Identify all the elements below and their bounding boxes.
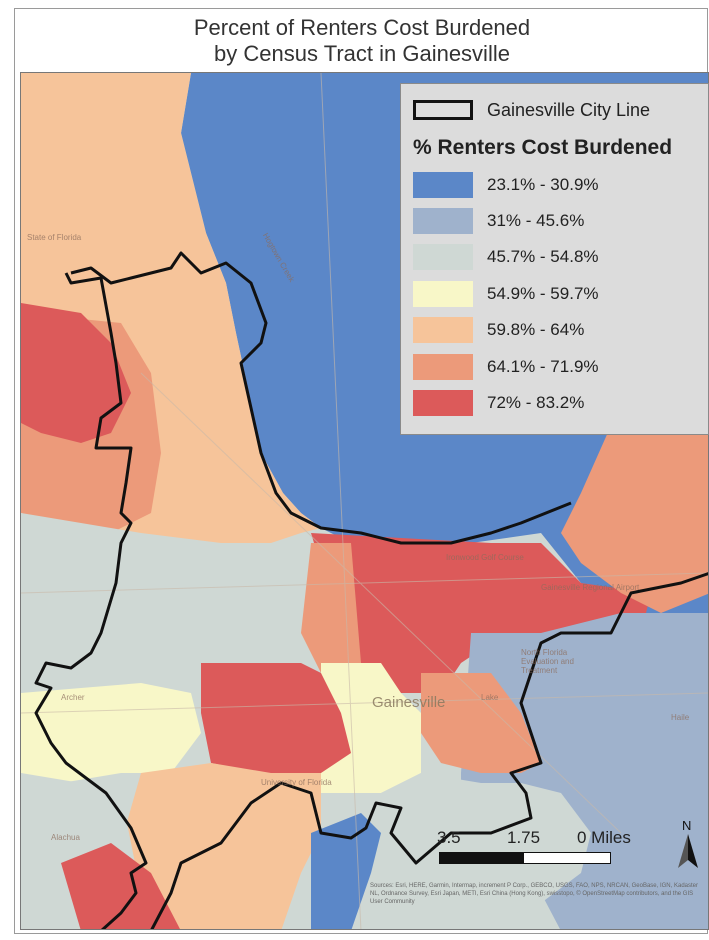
label-alachua: Alachua (51, 833, 80, 842)
legend-label-4: 54.9% - 59.7% (487, 284, 599, 303)
tract-yellow-central (321, 663, 421, 803)
legend-class-2: 31% - 45.6% (413, 208, 584, 234)
scale-label-right: 0 Miles (577, 828, 631, 847)
legend-class-3: 45.7% - 54.8% (413, 244, 599, 270)
legend-label-3: 45.7% - 54.8% (487, 247, 599, 266)
scale-segment-dark (439, 852, 523, 864)
legend-label-6: 64.1% - 71.9% (487, 357, 599, 376)
map-credits: Sources: Esri, HERE, Garmin, Intermap, i… (370, 883, 698, 905)
legend-swatch-7 (413, 390, 473, 416)
legend-class-5: 59.8% - 64% (413, 317, 584, 343)
legend-label-1: 23.1% - 30.9% (487, 175, 599, 194)
north-arrow-icon (678, 834, 698, 868)
scale-segment-light (523, 852, 611, 864)
label-ironwood: Ironwood Golf Course (446, 553, 524, 562)
tract-salmon-eastcentral (421, 673, 541, 773)
scale-label-mid: 1.75 (507, 828, 541, 847)
legend-class-1: 23.1% - 30.9% (413, 172, 599, 198)
tract-blue-south (311, 813, 381, 929)
north-arrow: N (676, 818, 700, 874)
north-label: N (682, 818, 692, 833)
legend-label-5: 59.8% - 64% (487, 320, 585, 339)
legend-swatch-5 (413, 317, 473, 343)
tract-salmon-northeast (561, 403, 708, 613)
legend: Gainesville City Line % Renters Cost Bur… (400, 83, 709, 435)
tract-grey-west (21, 513, 331, 693)
legend-class-4: 54.9% - 59.7% (413, 281, 599, 307)
legend-heading: % Renters Cost Burdened (413, 136, 673, 159)
roads (21, 73, 708, 929)
scale-bar: 3.5 1.75 0 Miles (437, 828, 631, 868)
legend-label-7: 72% - 83.2% (487, 393, 585, 412)
legend-class-6: 64.1% - 71.9% (413, 354, 599, 380)
map-canvas (21, 73, 708, 929)
tract-yellow-west (21, 683, 201, 783)
scale-label-left: 3.5 (437, 828, 461, 847)
label-lake: Lake (481, 693, 499, 702)
label-gainesville: Gainesville (372, 694, 446, 711)
tract-peach-south (121, 763, 321, 929)
label-haile: Haile (671, 713, 690, 722)
tract-red-southwest (61, 843, 180, 929)
label-state-of-florida: State of Florida (27, 233, 82, 242)
legend-boundary-row: Gainesville City Line (413, 98, 650, 122)
tract-red-northwest (21, 303, 131, 443)
legend-swatch-2 (413, 208, 473, 234)
tract-salmon-central (301, 543, 361, 673)
legend-swatch-6 (413, 354, 473, 380)
city-boundary-line (34, 251, 708, 929)
map-title: Percent of Renters Cost Burdened by Cens… (15, 15, 707, 67)
legend-swatch-1 (413, 172, 473, 198)
label-archer: Archer (61, 693, 85, 702)
legend-label-2: 31% - 45.6% (487, 211, 585, 230)
label-university: University of Florida (261, 778, 332, 787)
tract-red-university (201, 663, 351, 773)
tract-grey-southeast (321, 773, 591, 929)
title-line-2: by Census Tract in Gainesville (214, 41, 510, 66)
title-line-1: Percent of Renters Cost Burdened (193, 15, 531, 40)
tract-red-central (311, 533, 651, 693)
legend-class-7: 72% - 83.2% (413, 390, 584, 416)
label-north-florida-facility: North Florida Evaluation and Treatment (521, 648, 574, 675)
label-regional-airport: Gainesville Regional Airport (541, 583, 640, 592)
legend-boundary-swatch (413, 100, 473, 120)
legend-swatch-3 (413, 244, 473, 270)
legend-boundary-label: Gainesville City Line (487, 99, 651, 120)
legend-swatch-4 (413, 281, 473, 307)
